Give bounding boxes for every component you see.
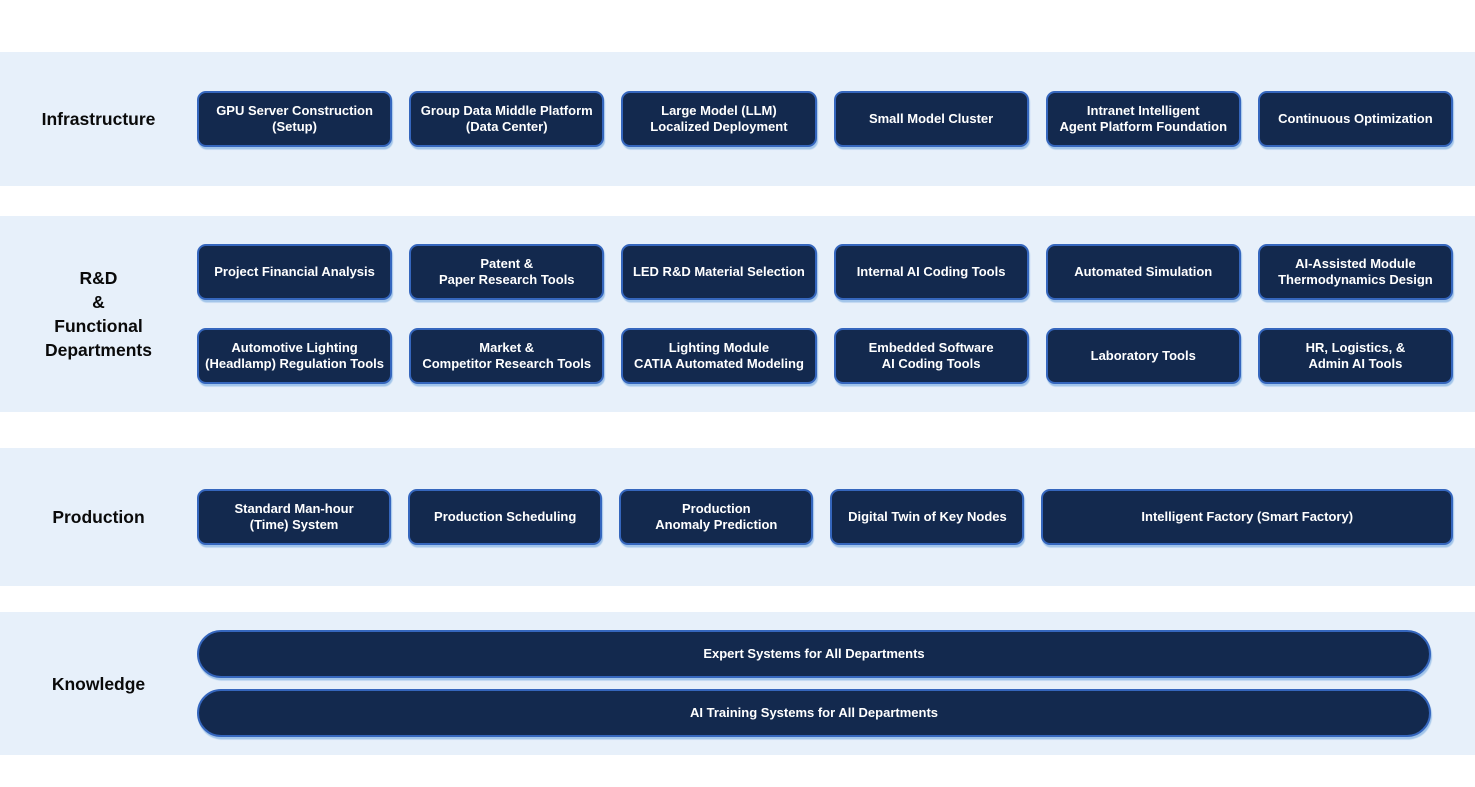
band-label-rd-functional-departments: R&D & Functional Departments [45,268,152,360]
tool-box: Expert Systems for All Departments [197,630,1431,678]
box-row: Project Financial Analysis Patent & Paper… [197,244,1453,300]
band-rows: Project Financial Analysis Patent & Paper… [197,244,1453,384]
band-rd-functional-departments: R&D & Functional Departments Project Fina… [0,216,1475,412]
tool-box: Large Model (LLM) Localized Deployment [621,91,817,147]
tool-box: Lighting Module CATIA Automated Modeling [621,328,817,384]
tool-box: Small Model Cluster [833,91,1029,147]
band-production: Production Standard Man-hour (Time) Syste… [0,448,1475,586]
tool-box: Intranet Intelligent Agent Platform Foun… [1045,91,1241,147]
tool-box: Continuous Optimization [1257,91,1453,147]
tool-box: Production Scheduling [408,489,603,545]
tool-box: Project Financial Analysis [197,244,393,300]
tool-box: Automated Simulation [1045,244,1241,300]
tool-box: Digital Twin of Key Nodes [830,489,1025,545]
band-rows: Standard Man-hour (Time) System Productio… [197,489,1453,545]
band-label-knowledge: Knowledge [51,673,146,694]
tool-box: HR, Logistics, & Admin AI Tools [1257,328,1453,384]
band-knowledge: Knowledge Expert Systems for All Departme… [0,612,1475,755]
tool-box: Automotive Lighting (Headlamp) Regulatio… [197,328,393,384]
tool-box: AI-Assisted Module Thermodynamics Design [1257,244,1453,300]
tool-box: Laboratory Tools [1045,328,1241,384]
band-rows: Expert Systems for All Departments AI Tra… [197,630,1431,737]
tool-box: Standard Man-hour (Time) System [197,489,392,545]
band-label-infrastructure: Infrastructure [41,109,156,129]
box-row: GPU Server Construction (Setup) Group Dat… [197,91,1453,147]
tool-box: Group Data Middle Platform (Data Center) [409,91,605,147]
tool-box: Patent & Paper Research Tools [409,244,605,300]
tool-box: GPU Server Construction (Setup) [197,91,393,147]
tool-box: Intelligent Factory (Smart Factory) [1041,489,1453,545]
box-row: Standard Man-hour (Time) System Productio… [197,489,1453,545]
tool-box: Production Anomaly Prediction [619,489,814,545]
band-infrastructure: Infrastructure GPU Server Construction (S… [0,52,1475,186]
tool-box: Embedded Software AI Coding Tools [833,328,1029,384]
box-row: AI Training Systems for All Departments [197,689,1431,737]
tool-box: Internal AI Coding Tools [833,244,1029,300]
band-label-production: Production [52,507,145,527]
tool-box: Market & Competitor Research Tools [409,328,605,384]
tool-box: AI Training Systems for All Departments [197,689,1431,737]
band-rows: GPU Server Construction (Setup) Group Dat… [197,91,1453,147]
box-row: Automotive Lighting (Headlamp) Regulatio… [197,328,1453,384]
box-row: Expert Systems for All Departments [197,630,1431,678]
tool-box: LED R&D Material Selection [621,244,817,300]
